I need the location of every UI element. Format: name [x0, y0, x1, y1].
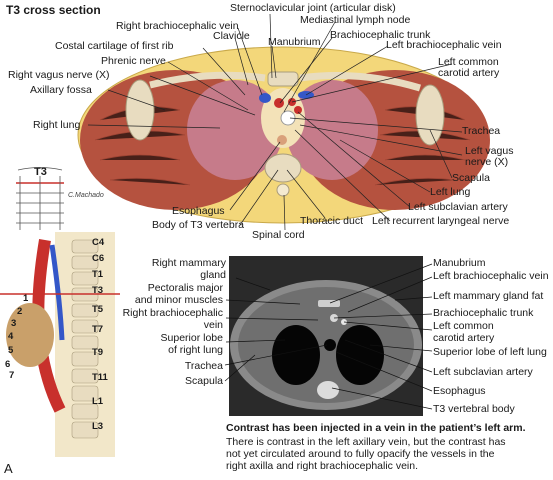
ct-label-left-brachio-vein: Left brachiocephalic vein	[433, 270, 549, 282]
ct-label-right-mammary-1: Right mammary	[151, 257, 226, 269]
ct-label-superior-lobe-left: Superior lobe of left lung	[433, 346, 547, 358]
level-marker: T3	[34, 166, 47, 178]
spine-illustration	[0, 232, 120, 457]
spine-label-t11: T11	[92, 372, 108, 383]
label-manubrium: Manubrium	[268, 36, 321, 48]
trachea-shape	[280, 110, 296, 126]
manubrium-shape	[267, 71, 299, 87]
label-left-common-carotid-2: carotid artery	[438, 67, 500, 79]
label-costal-cartilage: Costal cartilage of first rib	[55, 40, 174, 52]
label-right-vagus-nerve: Right vagus nerve (X)	[8, 69, 110, 81]
left-scapula-shape	[415, 84, 445, 146]
label-sternoclavicular-joint: Sternoclavicular joint (articular disk)	[230, 2, 396, 14]
section-title: T3 cross section	[6, 3, 101, 17]
rib-label-1: 1	[23, 293, 29, 304]
ct-label-esophagus: Esophagus	[433, 385, 486, 397]
rib-label-3: 3	[11, 318, 17, 329]
vein-shape-1	[259, 93, 271, 103]
label-thoracic-duct: Thoracic duct	[300, 215, 364, 227]
label-phrenic-nerve: Phrenic nerve	[101, 55, 166, 67]
rib-label-7: 7	[9, 370, 15, 381]
label-left-brachiocephalic-vein: Left brachiocephalic vein	[386, 39, 502, 51]
label-esophagus: Esophagus	[172, 205, 225, 217]
right-scapula-shape	[125, 79, 155, 141]
label-left-subclavian-artery: Left subclavian artery	[408, 201, 508, 213]
label-left-recurrent-laryngeal: Left recurrent laryngeal nerve	[372, 215, 510, 227]
label-left-vagus-2: nerve (X)	[465, 156, 509, 168]
level-indicator-diagram	[16, 167, 64, 230]
ct-label-trachea: Trachea	[184, 360, 223, 372]
ct-trachea	[324, 339, 336, 351]
label-scapula: Scapula	[452, 172, 490, 184]
caption-line-3: right axilla and right brachiocephalic v…	[226, 460, 419, 472]
signature: C.Machado	[68, 192, 104, 199]
spine-label-c6: C6	[92, 253, 105, 264]
spine-label-t9: T9	[92, 347, 104, 358]
ct-vertebra	[317, 381, 339, 399]
spine-label-t7: T7	[92, 324, 104, 335]
ct-label-left-common-2: carotid artery	[433, 332, 495, 344]
ct-label-left-mammary-fat: Left mammary gland fat	[433, 290, 544, 302]
label-spinal-cord: Spinal cord	[252, 229, 305, 241]
panel-letter: A	[4, 461, 13, 476]
ct-label-left-common-1: Left common	[433, 320, 494, 332]
ct-left-lung	[336, 325, 384, 385]
caption-bold: Contrast has been injected in a vein in …	[226, 422, 526, 434]
label-right-lung: Right lung	[33, 119, 81, 131]
artery-shape-3	[294, 106, 302, 114]
ct-right-lung	[272, 325, 320, 385]
caption-line-2: not yet circulated around to fully opaci…	[226, 448, 495, 460]
label-axillary-fossa: Axillary fossa	[30, 84, 92, 96]
label-mediastinal-lymph-node: Mediastinal lymph node	[300, 14, 411, 26]
label-trachea: Trachea	[462, 125, 501, 137]
ct-label-left-subclavian: Left subclavian artery	[433, 366, 533, 378]
right-clavicle-shape	[149, 71, 266, 89]
ct-label-scapula: Scapula	[185, 375, 223, 387]
rib-label-4: 4	[8, 331, 14, 342]
ct-label-manubrium: Manubrium	[433, 257, 486, 269]
label-body-of-t3: Body of T3 vertebra	[152, 219, 245, 231]
ct-label-pectoralis-2: and minor muscles	[134, 294, 223, 306]
ct-label-superior-lobe-right-2: of right lung	[168, 344, 223, 356]
spine-label-t1: T1	[92, 269, 104, 280]
label-clavicle: Clavicle	[213, 30, 250, 42]
label-right-brachiocephalic-vein: Right brachiocephalic vein	[116, 20, 239, 32]
rib-label-2: 2	[17, 306, 23, 317]
spine-label-l3: L3	[92, 421, 104, 432]
label-brachiocephalic-trunk: Brachiocephalic trunk	[330, 29, 431, 41]
vertebra-shape	[264, 153, 302, 183]
left-clavicle-shape	[299, 72, 422, 92]
rib-label-6: 6	[5, 359, 11, 370]
ct-label-pectoralis-1: Pectoralis major	[147, 282, 223, 294]
spine-label-t3: T3	[92, 285, 104, 296]
spine-label-c4: C4	[92, 237, 105, 248]
ct-label-brachio-trunk: Brachiocephalic trunk	[433, 307, 534, 319]
ct-manubrium	[318, 300, 340, 307]
right-lung-shape	[187, 80, 283, 180]
ct-label-superior-lobe-right-1: Superior lobe	[160, 332, 223, 344]
ct-label-right-brachio-2: vein	[203, 319, 223, 331]
caption-line-1: There is contrast in the left axillary v…	[226, 436, 506, 448]
label-left-common-carotid-1: Left common	[438, 56, 499, 68]
spinal-cord-shape	[276, 183, 290, 197]
label-left-lung: Left lung	[430, 186, 471, 198]
ct-label-right-brachio-1: Right brachiocephalic	[122, 307, 223, 319]
ct-label-right-mammary-2: gland	[200, 269, 226, 281]
spine-label-t5: T5	[92, 304, 104, 315]
label-left-vagus-1: Left vagus	[465, 145, 514, 157]
ct-label-t3-body: T3 vertebral body	[433, 403, 515, 415]
rib-label-5: 5	[8, 345, 14, 356]
artery-shape-1	[274, 98, 284, 108]
left-lung-shape	[286, 80, 378, 180]
spine-label-l1: L1	[92, 396, 104, 407]
